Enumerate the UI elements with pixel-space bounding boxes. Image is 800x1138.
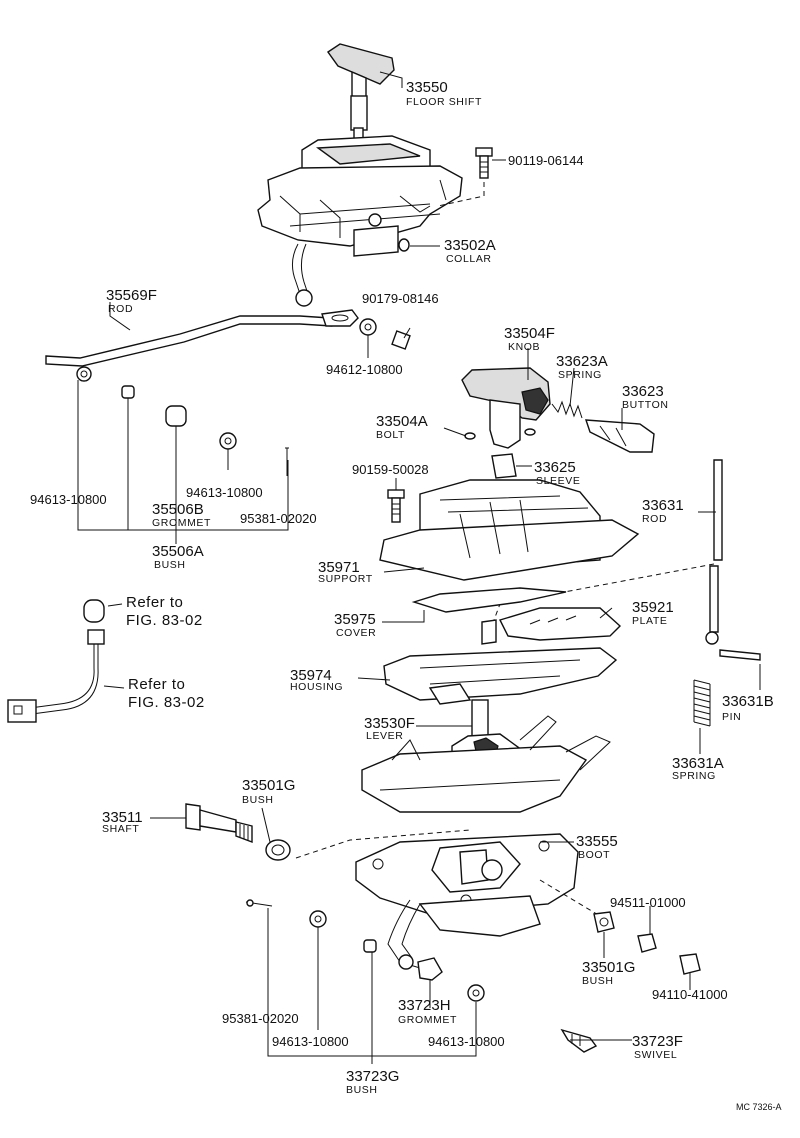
label-33501G-a-number: 33501G [242,777,295,794]
label-94612-number: 94612-10800 [326,362,403,377]
label-35506A-name: BUSH [154,559,186,571]
label-33723F-name: SWIVEL [634,1049,677,1061]
label-33723F-number: 33723F [632,1033,683,1050]
label-35569F-name: ROD [108,303,133,315]
label-33631B-name: PIN [722,711,741,723]
ref1-line2: FIG. 83-02 [126,612,203,629]
label-95381-b-number: 95381-02020 [222,1011,299,1026]
label-33550-name: FLOOR SHIFT [406,96,482,108]
shaft-drawing [185,803,253,844]
label-33511-number: 33511 [102,809,143,826]
housing-drawing [383,647,618,705]
label-33504A-name: BOLT [376,429,405,441]
ref1-line1: Refer to [126,594,183,611]
support-drawing [379,479,640,581]
label-94613-c-number: 94613-10800 [272,1034,349,1049]
label-33504A-number: 33504A [376,413,428,430]
connector-drawing [7,599,105,723]
label-33723G-number: 33723G [346,1068,399,1085]
label-35921-name: PLATE [632,615,667,627]
ref2-line2: FIG. 83-02 [128,694,205,711]
label-33723H-number: 33723H [398,997,451,1014]
label-33623-number: 33623 [622,383,664,400]
label-35921-number: 35921 [632,599,674,616]
label-35974-name: HOUSING [290,681,343,693]
bolt-90119-drawing [475,147,493,179]
label-94110-number: 94110-41000 [652,987,728,1002]
label-35506A-number: 35506A [152,543,204,560]
rod-35569F-drawing [45,309,359,382]
label-35974-number: 35974 [290,667,332,684]
label-33623A-name: SPRING [558,369,602,381]
label-90159-number: 90159-50028 [352,462,429,477]
label-90119-number: 90119-06144 [508,153,584,168]
label-33501G-b-name: BUSH [582,975,614,987]
ref2-line1: Refer to [128,676,185,693]
label-33723H-name: GROMMET [398,1014,457,1026]
label-33555-number: 33555 [576,833,618,850]
knob-drawing [461,367,551,449]
label-33550-number: 33550 [406,79,448,96]
label-35506B-name: GROMMET [152,517,211,529]
label-35506B-number: 35506B [152,501,204,518]
label-90179-number: 90179-08146 [362,291,439,306]
label-94613-d-number: 94613-10800 [428,1034,505,1049]
label-94613-b-number: 94613-10800 [186,485,263,500]
label-33502A-number: 33502A [444,237,496,254]
label-35975-name: COVER [336,627,376,639]
label-33502A-name: COLLAR [446,253,492,265]
label-33501G-a-name: BUSH [242,794,274,806]
label-33623-name: BUTTON [622,399,669,411]
label-35569F-number: 35569F [106,287,157,304]
label-33723G-name: BUSH [346,1084,378,1096]
label-35971-name: SUPPORT [318,573,373,585]
label-33530F-number: 33530F [364,715,415,732]
label-95381-a-number: 95381-02020 [240,511,317,526]
label-33504F-name: KNOB [508,341,540,353]
label-35975-number: 35975 [334,611,376,628]
boot-base-drawing [355,833,579,970]
lever-assembly-drawing [361,699,611,813]
upper-housing-drawing [257,135,463,307]
label-94511-number: 94511-01000 [610,895,686,910]
label-35971-number: 35971 [318,559,360,576]
label-94613-a-number: 94613-10800 [30,492,107,507]
label-33623A-number: 33623A [556,353,608,370]
label-33555-name: BOOT [578,849,610,861]
label-33631-name: ROD [642,513,667,525]
collar-drawing [398,238,410,252]
label-33631-number: 33631 [642,497,684,514]
label-33631A-name: SPRING [672,770,716,782]
label-33631A-number: 33631A [672,755,724,772]
label-33625-number: 33625 [534,459,576,476]
label-33530F-name: LEVER [366,730,403,742]
label-33501G-b-number: 33501G [582,959,635,976]
footer-code: MC 7326-A [736,1102,782,1112]
label-33511-name: SHAFT [102,823,139,835]
label-33625-name: SLEEVE [536,475,580,487]
label-33631B-number: 33631B [722,693,774,710]
label-33504F-number: 33504F [504,325,555,342]
